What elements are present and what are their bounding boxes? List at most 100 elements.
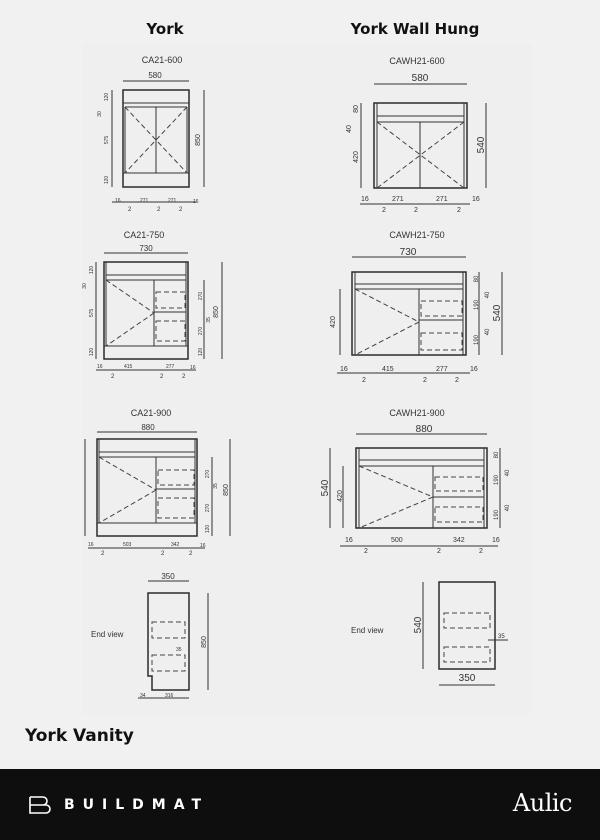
- dim: 2: [160, 374, 164, 380]
- dim: 120: [89, 348, 95, 357]
- height-dim: 850: [213, 306, 220, 318]
- footer: BUILDMAT Aulic: [0, 769, 600, 840]
- dim: 2: [457, 207, 461, 214]
- dim: 120: [104, 176, 110, 185]
- dim: 190: [494, 509, 500, 520]
- dim: 34: [140, 693, 146, 699]
- drawing-end-view-wall: End view 540 35 350: [351, 581, 508, 686]
- dim: 16: [492, 537, 500, 544]
- dim: 2: [479, 548, 483, 555]
- height-dim: 850: [201, 636, 208, 648]
- drawings-panel: [82, 44, 532, 715]
- drawing-ca21-750: CA21-750 730 850 120 30 575 120 270 35 2…: [82, 230, 223, 380]
- dim: 271: [140, 198, 149, 204]
- dim: 271: [436, 196, 448, 203]
- width-dim: 580: [148, 71, 162, 80]
- height-dim: 540: [320, 479, 331, 496]
- dim: 190: [474, 299, 480, 310]
- dim: 271: [168, 198, 177, 204]
- dim: 120: [205, 525, 211, 534]
- dim: 415: [382, 366, 394, 373]
- dim: 2: [128, 207, 132, 213]
- dim: 40: [485, 291, 491, 298]
- dim: 2: [101, 551, 105, 557]
- model-label: CAWH21-750: [389, 230, 444, 240]
- model-label: CA21-900: [131, 408, 172, 418]
- dim: 120: [104, 93, 110, 102]
- dim: 16: [115, 198, 121, 204]
- height-dim: 540: [413, 616, 424, 633]
- width-dim: 350: [459, 673, 476, 684]
- dim: 16: [340, 366, 348, 373]
- drawing-cawh21-750: CAWH21-750 730 420 540 80 40 190 40 190 …: [330, 230, 503, 384]
- width-dim: 730: [139, 244, 153, 253]
- height-dim: 850: [195, 134, 202, 146]
- dim: 16: [345, 537, 353, 544]
- width-dim: 580: [412, 73, 429, 84]
- dim: 2: [414, 207, 418, 214]
- dim: 16: [190, 365, 196, 371]
- drawing-cawh21-900: CAWH21-900 880 540 420 80 40 190 40 190 …: [320, 408, 511, 555]
- drawing-end-view-floor: End view 350 850 35 34 316: [91, 572, 209, 699]
- dim: 16: [472, 196, 480, 203]
- height-dim: 540: [476, 136, 487, 153]
- end-view-label: End view: [91, 630, 124, 639]
- dim: 277: [166, 364, 175, 370]
- model-label: CA21-750: [124, 230, 165, 240]
- dim: 120: [89, 266, 95, 275]
- dim: 342: [171, 542, 180, 548]
- width-dim: 880: [416, 424, 433, 435]
- dim: 2: [161, 551, 165, 557]
- dim: 80: [353, 105, 360, 113]
- dim: 503: [123, 542, 132, 548]
- dim: 2: [362, 377, 366, 384]
- end-view-label: End view: [351, 626, 384, 635]
- dim: 2: [179, 207, 183, 213]
- dim: 30: [82, 283, 88, 289]
- dim: 190: [494, 474, 500, 485]
- height-dim: 540: [492, 304, 503, 321]
- model-label: CAWH21-900: [389, 408, 444, 418]
- dim: 2: [455, 377, 459, 384]
- column-title-york-wall-hung: York Wall Hung: [350, 20, 480, 38]
- dim: 16: [361, 196, 369, 203]
- dim: 270: [198, 327, 204, 336]
- dim: 575: [89, 309, 95, 318]
- dim: 16: [193, 199, 199, 205]
- dim: 80: [474, 275, 480, 282]
- dim: 270: [205, 504, 211, 513]
- dim: 2: [423, 377, 427, 384]
- height-dim: 850: [223, 484, 230, 496]
- dim: 271: [392, 196, 404, 203]
- dim: 420: [330, 316, 337, 328]
- dim: 500: [391, 537, 403, 544]
- dim: 2: [157, 207, 161, 213]
- dim: 2: [189, 551, 193, 557]
- dim: 35: [213, 483, 219, 489]
- dim: 270: [205, 470, 211, 479]
- dim: 16: [470, 366, 478, 373]
- dim: 40: [346, 125, 353, 133]
- buildmat-logo: BUILDMAT: [28, 795, 209, 815]
- drawing-ca21-900: CA21-900 880 850 270 35 270 120 16 503 3…: [84, 408, 231, 557]
- width-dim: 880: [141, 423, 155, 432]
- dim: 2: [437, 548, 441, 555]
- dim: 16: [97, 364, 103, 370]
- column-title-york: York: [146, 20, 184, 38]
- dim: 40: [505, 469, 511, 476]
- dim: 316: [165, 693, 174, 699]
- model-label: CA21-600: [142, 55, 183, 65]
- dim: 16: [200, 543, 206, 549]
- dim: 80: [494, 451, 500, 458]
- buildmat-wordmark: BUILDMAT: [64, 797, 210, 813]
- dim: 2: [182, 374, 186, 380]
- dim: 40: [505, 504, 511, 511]
- dim: 40: [485, 328, 491, 335]
- dim: 120: [198, 348, 204, 357]
- dim: 2: [111, 374, 115, 380]
- buildmat-b-icon: [29, 796, 51, 814]
- dim: 575: [104, 136, 110, 145]
- dim: 35: [206, 317, 212, 323]
- model-label: CAWH21-600: [389, 56, 444, 66]
- width-dim: 730: [400, 247, 417, 258]
